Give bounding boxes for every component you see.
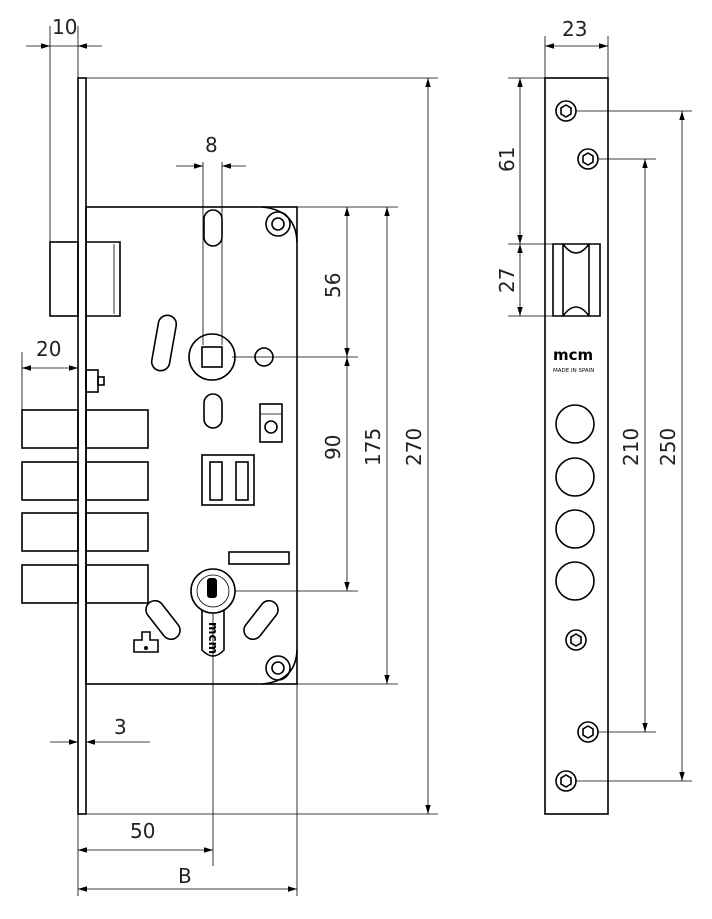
dim-faceplate-thickness: 10 [52, 15, 77, 39]
dim-follower-width: 8 [205, 133, 218, 157]
trigger-latch [85, 369, 99, 393]
follower [188, 333, 236, 381]
dim-strike-top-to-latch: 61 [495, 147, 519, 172]
dim-inner-screw-distance: 210 [619, 428, 643, 466]
dim-case-height: 175 [361, 428, 385, 466]
lock-body-dimensions: 10 8 20 56 90 175 270 3 [21, 15, 438, 896]
latch-bolt [49, 241, 121, 317]
deadbolts [21, 409, 149, 604]
dim-backset: 50 [130, 819, 155, 843]
middle-slot [203, 393, 223, 429]
lock-body-view: mcm [21, 77, 298, 815]
bolt-hole-3 [555, 509, 595, 549]
dim-case-depth: B [178, 864, 192, 888]
dim-outer-screw-distance: 250 [656, 428, 680, 466]
upper-slot [150, 314, 178, 372]
bolt-hole-2 [555, 457, 595, 497]
follower-square [201, 346, 223, 368]
right-diagonal-slot [243, 599, 279, 641]
dim-latch-opening: 27 [495, 268, 519, 293]
clip-detail [133, 631, 159, 653]
front-plate-logo: mcm [553, 346, 593, 364]
key-icon [207, 578, 217, 598]
front-plate-view: mcm MADE IN SPAIN [544, 77, 609, 815]
cam-box [201, 454, 255, 506]
screw-bottom-outer [555, 770, 577, 792]
bolt-hole-1 [555, 404, 595, 444]
switch-block [259, 403, 283, 443]
dim-follower-to-cylinder: 90 [321, 435, 345, 460]
lock-case [85, 206, 298, 685]
latch-opening [552, 243, 601, 317]
dim-faceplate-length: 270 [402, 428, 426, 466]
front-plate [544, 77, 609, 815]
dim-bolt-projection: 20 [36, 337, 61, 361]
front-plate-dimensions: 23 61 27 210 250 [495, 17, 692, 782]
screw-top-inner [577, 148, 599, 170]
faceplate [77, 77, 87, 815]
top-slot [203, 209, 223, 247]
dim-case-offset: 3 [114, 715, 127, 739]
screw-middle [565, 629, 587, 651]
corner-screw-top [261, 206, 298, 243]
left-diagonal-slot [145, 599, 181, 641]
made-in-label: MADE IN SPAIN [553, 368, 594, 374]
screw-top-outer [555, 100, 577, 122]
dim-backset-to-follower: 56 [321, 273, 345, 298]
label-slot [228, 551, 290, 565]
corner-screw-bottom [261, 649, 298, 685]
screw-bottom-inner [577, 721, 599, 743]
dim-strike-width: 23 [562, 17, 587, 41]
bolt-hole-4 [555, 561, 595, 601]
